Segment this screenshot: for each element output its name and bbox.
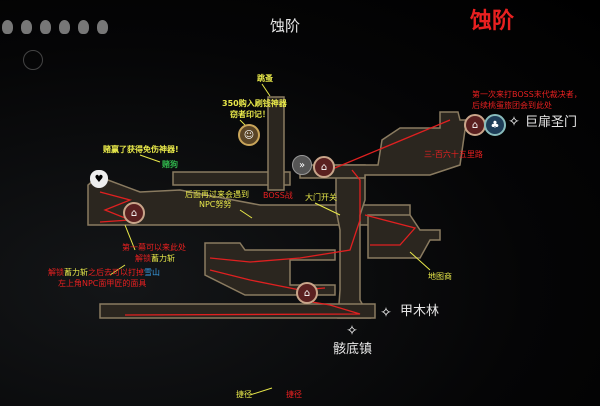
- room-upper-corridor: [172, 171, 291, 186]
- label-unlock: 解锁: [135, 254, 151, 263]
- area-title: 蚀阶: [270, 17, 301, 35]
- mask-health-bar: [2, 20, 108, 34]
- mask-icon: [21, 20, 32, 34]
- room-flea-shaft: [267, 96, 285, 191]
- note-part: 雪山: [144, 268, 160, 277]
- mask-icon: [97, 20, 108, 34]
- silk-spool-icon: [23, 50, 43, 70]
- bench-icon[interactable]: ⌂: [464, 114, 486, 136]
- shop-icon[interactable]: ☺: [238, 124, 260, 146]
- fast-travel-icon[interactable]: ✧: [380, 305, 392, 321]
- label-map-shop: 地图商: [428, 272, 452, 281]
- label-grand-gate: 巨扉圣门: [525, 115, 578, 130]
- label-mask-note2: 左上角NPC面甲匠的面具: [58, 279, 147, 288]
- note-part: 蓄力斩: [64, 268, 88, 277]
- label-shop-line2: 窃者印记！: [230, 110, 270, 119]
- label-road: 三-百六十五里路: [424, 150, 483, 159]
- label-town: 骸底镇: [333, 342, 373, 357]
- label-charge-slash: 蓄力斩: [151, 254, 175, 263]
- mask-icon: [40, 20, 51, 34]
- label-gamble: 赌赢了获得免伤神器!: [103, 145, 179, 154]
- label-boss-note1: 第一次来打BOSS末代裁决者，: [472, 90, 582, 99]
- label-unlock-charge: 解锁蓄力斩: [135, 254, 175, 263]
- overlay-title: 蚀阶: [470, 9, 515, 34]
- label-shop-line1: 350购入刷钱神器: [222, 99, 287, 108]
- label-gate-switch: 大门开关: [305, 193, 337, 202]
- note-part: 之后去可以打掉: [88, 268, 144, 277]
- label-boss-fight: BOSS战: [263, 191, 293, 200]
- label-shortcut-red: 捷径: [286, 390, 302, 399]
- compass-icon[interactable]: »: [292, 155, 312, 175]
- mask-icon: [59, 20, 70, 34]
- bench-icon[interactable]: ⌂: [296, 282, 318, 304]
- label-act1: 第一幕可以来此处: [122, 243, 186, 252]
- bench-icon[interactable]: ⌂: [313, 156, 335, 178]
- fast-travel-icon[interactable]: ✧: [346, 323, 358, 339]
- label-wood: 甲木林: [400, 304, 440, 319]
- hornet-marker-icon: ♥: [90, 170, 108, 188]
- label-boss-note2: 后续桃蛋旅团会到此处: [472, 101, 552, 110]
- route-arrows: [99, 119, 451, 316]
- label-npc-line1: 后面再过来会遇到: [185, 190, 249, 199]
- silk-shop-icon[interactable]: ♣: [484, 114, 506, 136]
- bench-icon[interactable]: ⌂: [123, 202, 145, 224]
- mask-icon: [2, 20, 13, 34]
- room-east-chamber: [367, 214, 441, 259]
- mask-icon: [78, 20, 89, 34]
- note-part: 解锁: [48, 268, 64, 277]
- label-flea: 跳蚤: [257, 74, 273, 83]
- label-npc-line2: NPC努努: [199, 200, 232, 209]
- label-gambler: 赌狗: [162, 160, 178, 169]
- fast-travel-icon[interactable]: ✧: [508, 114, 520, 130]
- label-mask-note1: 解锁蓄力斩之后去可以打掉雪山: [48, 268, 160, 277]
- label-shortcut-yellow: 捷径: [236, 390, 252, 399]
- room-lower-left: [204, 242, 336, 296]
